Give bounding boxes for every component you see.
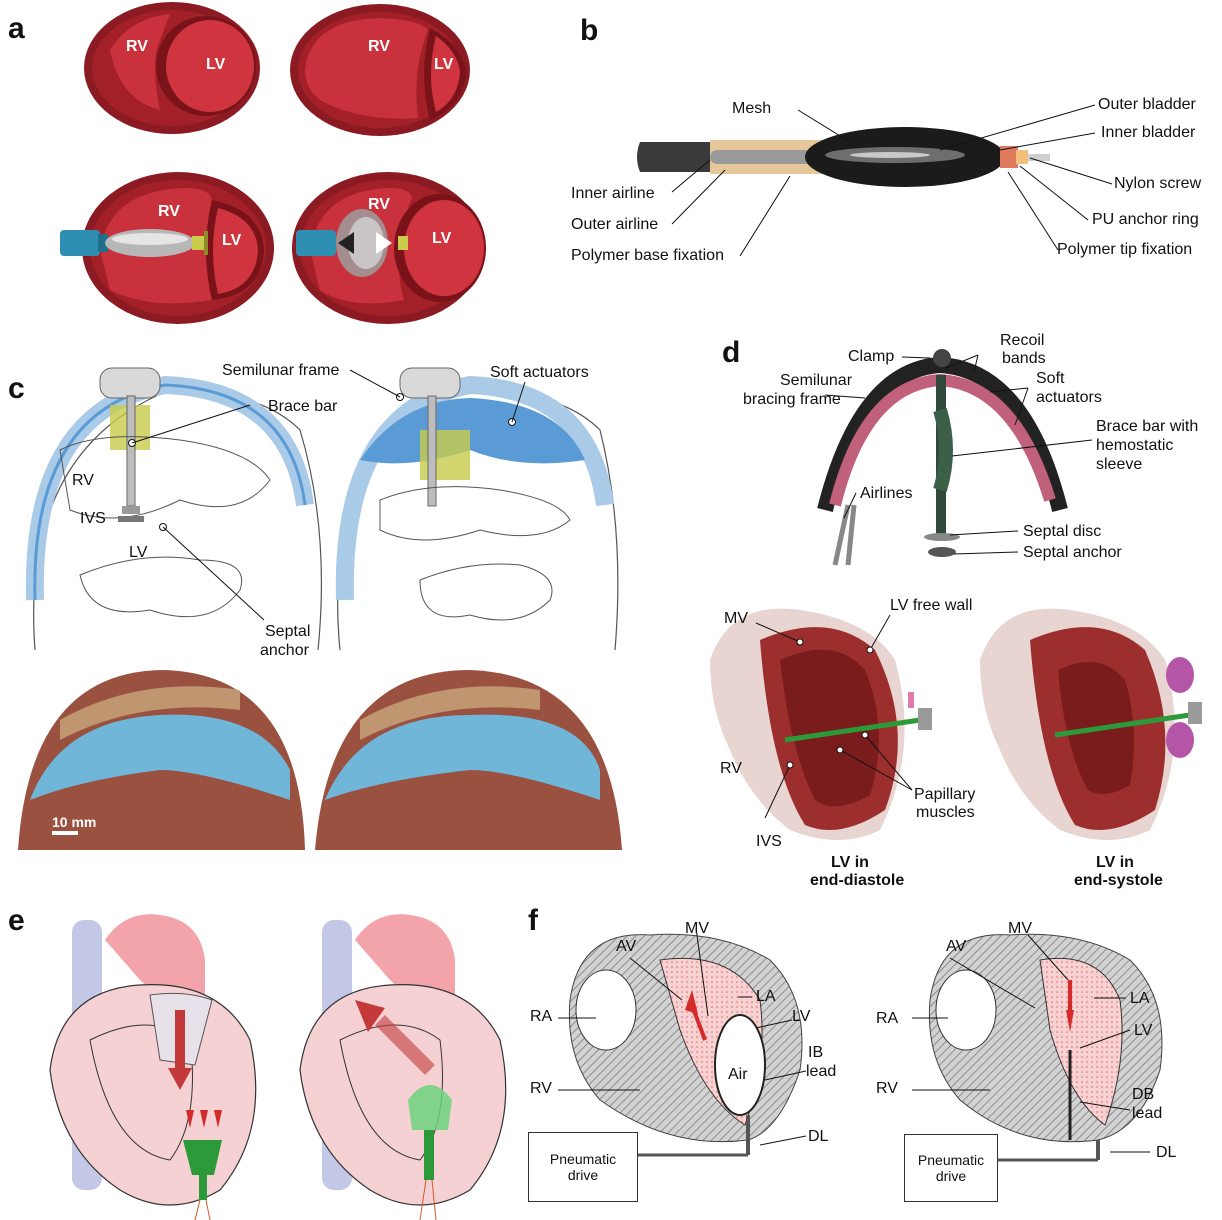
e-heart-right: [300, 914, 506, 1220]
f-left-dl-label: DL: [808, 1128, 828, 1146]
d-brace-bar-label-1: Brace bar with: [1096, 418, 1198, 436]
f-left-rv-label: RV: [530, 1080, 552, 1098]
d-ivs-label: IVS: [756, 833, 782, 851]
f-left-lead-label-2: lead: [806, 1063, 836, 1081]
d-airlines-label: Airlines: [860, 485, 912, 503]
heart-cross-section-3: [60, 172, 274, 324]
d-caption-diastole-1: LV in: [831, 854, 869, 872]
heart-cross-section-4: [292, 172, 486, 324]
a4-lv-label: LV: [432, 230, 451, 248]
f-right-heart: [929, 934, 1162, 1160]
a1-lv-label: LV: [206, 56, 225, 74]
c-rv-label: RV: [72, 472, 94, 490]
a3-lv-label: LV: [222, 232, 241, 250]
f-left-av-label: AV: [616, 938, 636, 956]
b-mesh-label: Mesh: [732, 100, 771, 118]
heart-cross-section-1: [84, 2, 260, 134]
c-septal-anchor-label-2: anchor: [260, 642, 309, 660]
d-heart-diastole: [710, 609, 932, 840]
f-right-pneumatic-drive: Pneumatic drive: [904, 1134, 998, 1202]
d-soft-actuators-label-2: actuators: [1036, 389, 1102, 407]
d-clamp-label: Clamp: [848, 348, 894, 366]
f-left-la-label: LA: [756, 988, 776, 1006]
b-inner-airline-label: Inner airline: [571, 185, 655, 203]
d-recoil-bands-label-1: Recoil: [1000, 332, 1044, 350]
f-left-air-label: Air: [728, 1066, 748, 1084]
panel-a: a: [0, 0, 560, 330]
c-ivs-label: IVS: [80, 510, 106, 528]
d-septal-anchor-label: Septal anchor: [1023, 544, 1122, 562]
c-septal-anchor-label-1: Septal: [265, 623, 310, 641]
e-heart-left: [50, 914, 256, 1220]
panel-e-illustration: [0, 890, 520, 1220]
f-left-mv-label: MV: [685, 920, 709, 938]
a3-rv-label: RV: [158, 203, 180, 221]
d-lv-free-wall-label: LV free wall: [890, 597, 972, 615]
b-polymer-tip-fixation-label: Polymer tip fixation: [1057, 241, 1192, 259]
a1-rv-label: RV: [126, 38, 148, 56]
panel-f: f: [520, 890, 1222, 1220]
f-right-mv-label: MV: [1008, 920, 1032, 938]
f-right-la-label: LA: [1130, 990, 1150, 1008]
c-semilunar-frame-label: Semilunar frame: [222, 362, 339, 380]
b-outer-airline-label: Outer airline: [571, 216, 658, 234]
d-brace-bar-label-3: sleeve: [1096, 456, 1142, 474]
f-right-av-label: AV: [946, 938, 966, 956]
panel-e: e: [0, 890, 520, 1220]
c-soft-actuators-label: Soft actuators: [490, 364, 589, 382]
f-left-ra-label: RA: [530, 1008, 552, 1026]
panel-c: c: [0, 330, 640, 860]
f-right-lead-label-2: lead: [1132, 1105, 1162, 1123]
d-papillary-label-1: Papillary: [914, 786, 975, 804]
b-outer-bladder-label: Outer bladder: [1098, 96, 1196, 114]
panel-b: b Mesh Outer bladder Inner bladder Nylon…: [560, 0, 1222, 330]
f-right-dl-label: DL: [1156, 1144, 1176, 1162]
f-left-pneumatic-drive: Pneumatic drive: [528, 1132, 638, 1202]
panel-d: d: [640, 330, 1222, 890]
d-septal-disc-label: Septal disc: [1023, 523, 1101, 541]
a2-lv-label: LV: [434, 56, 453, 74]
d-semilunar-label-1: Semilunar: [780, 372, 852, 390]
d-caption-diastole-2: end-diastole: [810, 872, 904, 890]
b-polymer-base-fixation-label: Polymer base fixation: [571, 247, 724, 265]
b-inner-bladder-label: Inner bladder: [1101, 124, 1195, 142]
f-left-lead-label-1: IB: [808, 1044, 823, 1062]
d-caption-systole-2: end-systole: [1074, 872, 1163, 890]
f-right-lv-label: LV: [1134, 1022, 1152, 1040]
c-scale-bar-label: 10 mm: [52, 813, 96, 831]
d-caption-systole-1: LV in: [1096, 854, 1134, 872]
f-left-heart: [569, 934, 802, 1155]
f-right-lead-label-1: DB: [1132, 1086, 1154, 1104]
b-nylon-screw-label: Nylon screw: [1114, 175, 1201, 193]
a2-rv-label: RV: [368, 38, 390, 56]
c-lv-label: LV: [129, 544, 147, 562]
d-rv-label: RV: [720, 760, 742, 778]
f-left-drive-label-2: drive: [550, 1167, 616, 1183]
d-semilunar-label-2: bracing frame: [743, 391, 841, 409]
f-right-drive-label-2: drive: [918, 1168, 984, 1184]
c-right-schematic: [338, 368, 618, 650]
f-left-lv-label: LV: [792, 1008, 810, 1026]
f-left-drive-label-1: Pneumatic: [550, 1151, 616, 1167]
a4-rv-label: RV: [368, 196, 390, 214]
f-right-rv-label: RV: [876, 1080, 898, 1098]
d-heart-systole: [980, 609, 1202, 840]
f-right-drive-label-1: Pneumatic: [918, 1152, 984, 1168]
panel-a-illustration: [0, 0, 560, 330]
c-brace-bar-label: Brace bar: [268, 398, 337, 416]
d-brace-bar-label-2: hemostatic: [1096, 437, 1173, 455]
d-mv-label: MV: [724, 610, 748, 628]
f-right-ra-label: RA: [876, 1010, 898, 1028]
d-recoil-bands-label-2: bands: [1002, 350, 1046, 368]
c-photo-right: [315, 670, 622, 850]
d-papillary-label-2: muscles: [916, 804, 975, 822]
b-pu-anchor-ring-label: PU anchor ring: [1092, 211, 1199, 229]
d-soft-actuators-label-1: Soft: [1036, 370, 1064, 388]
panel-b-device: [560, 0, 1222, 330]
